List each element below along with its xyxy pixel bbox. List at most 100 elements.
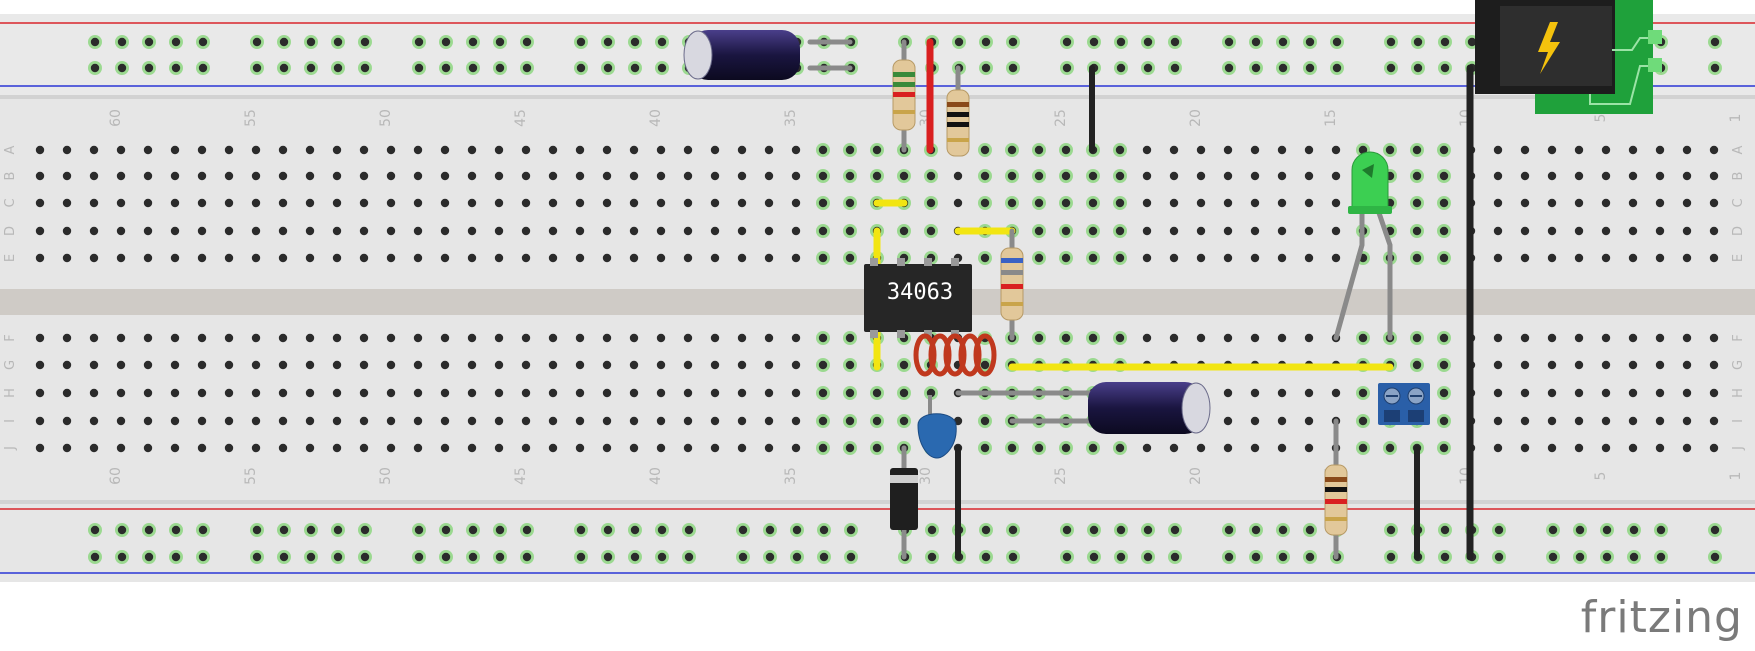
- breadboard-hole: [1277, 443, 1287, 453]
- breadboard-hole: [1169, 226, 1179, 236]
- breadboard-hole: [897, 224, 911, 238]
- row-letter: J: [1731, 446, 1746, 451]
- breadboard-hole: [1087, 523, 1101, 537]
- breadboard-hole: [62, 253, 72, 263]
- breadboard-hole: [89, 171, 99, 181]
- column-number: 55: [243, 467, 259, 485]
- breadboard-hole: [62, 360, 72, 370]
- breadboard-hole: [1493, 198, 1503, 208]
- breadboard-hole: [629, 198, 639, 208]
- breadboard-hole: [521, 443, 531, 453]
- breadboard-hole: [870, 386, 884, 400]
- breadboard-hole: [1520, 171, 1530, 181]
- breadboard-hole: [1169, 443, 1179, 453]
- column-number: 20: [1188, 467, 1204, 485]
- breadboard-hole: [62, 443, 72, 453]
- breadboard-hole: [89, 360, 99, 370]
- breadboard-hole: [494, 253, 504, 263]
- breadboard-hole: [628, 550, 642, 564]
- breadboard-hole: [737, 360, 747, 370]
- breadboard-hole: [35, 443, 45, 453]
- breadboard-hole: [359, 198, 369, 208]
- breadboard-hole: [493, 35, 507, 49]
- breadboard-hole: [1032, 251, 1046, 265]
- breadboard-hole: [359, 443, 369, 453]
- breadboard-hole: [197, 226, 207, 236]
- breadboard-hole: [575, 416, 585, 426]
- breadboard-hole: [1383, 143, 1397, 157]
- breadboard-hole: [575, 198, 585, 208]
- breadboard-hole: [35, 198, 45, 208]
- breadboard-hole: [1493, 360, 1503, 370]
- breadboard-hole: [1655, 171, 1665, 181]
- breadboard-hole: [548, 226, 558, 236]
- column-number: 35: [783, 467, 799, 485]
- breadboard-hole: [196, 550, 210, 564]
- breadboard-hole: [1438, 35, 1452, 49]
- breadboard-hole: [1520, 253, 1530, 263]
- breadboard-hole: [1223, 145, 1233, 155]
- breadboard-hole: [115, 61, 129, 75]
- breadboard-hole: [466, 550, 480, 564]
- breadboard-hole: [305, 333, 315, 343]
- breadboard-hole: [521, 333, 531, 343]
- breadboard-hole: [1601, 443, 1611, 453]
- breadboard-hole: [1601, 388, 1611, 398]
- breadboard-hole: [1303, 35, 1317, 49]
- breadboard-hole: [628, 35, 642, 49]
- breadboard-hole: [89, 333, 99, 343]
- breadboard-hole: [170, 226, 180, 236]
- breadboard-hole: [710, 226, 720, 236]
- breadboard-hole: [548, 253, 558, 263]
- breadboard-hole: [1169, 333, 1179, 343]
- breadboard-hole: [764, 333, 774, 343]
- breadboard-hole: [304, 35, 318, 49]
- breadboard-hole: [116, 416, 126, 426]
- breadboard-hole: [843, 224, 857, 238]
- breadboard-hole: [1059, 143, 1073, 157]
- breadboard-hole: [1086, 169, 1100, 183]
- breadboard-hole: [386, 443, 396, 453]
- breadboard-hole: [1249, 523, 1263, 537]
- breadboard-hole: [143, 388, 153, 398]
- breadboard-hole: [440, 388, 450, 398]
- breadboard-hole: [520, 523, 534, 537]
- breadboard-hole: [440, 171, 450, 181]
- breadboard-hole: [1493, 388, 1503, 398]
- breadboard-hole: [1168, 523, 1182, 537]
- column-number: 25: [1053, 467, 1069, 485]
- breadboard-hole: [1277, 198, 1287, 208]
- breadboard-hole: [1628, 226, 1638, 236]
- breadboard-hole: [197, 443, 207, 453]
- breadboard-hole: [764, 416, 774, 426]
- breadboard-hole: [440, 226, 450, 236]
- breadboard-hole: [628, 61, 642, 75]
- breadboard-hole: [1437, 386, 1451, 400]
- breadboard-hole: [1709, 198, 1719, 208]
- column-number: 30: [918, 467, 934, 485]
- breadboard-hole: [169, 523, 183, 537]
- breadboard-hole: [1276, 523, 1290, 537]
- breadboard-hole: [1304, 443, 1314, 453]
- breadboard-hole: [332, 360, 342, 370]
- breadboard-hole: [332, 226, 342, 236]
- breadboard-hole: [89, 416, 99, 426]
- breadboard-hole: [602, 198, 612, 208]
- breadboard-hole: [305, 388, 315, 398]
- breadboard-hole: [196, 61, 210, 75]
- breadboard-hole: [1060, 61, 1074, 75]
- column-number: 45: [513, 109, 529, 127]
- breadboard-hole: [250, 61, 264, 75]
- breadboard-hole: [1196, 443, 1206, 453]
- breadboard-hole: [386, 198, 396, 208]
- breadboard-hole: [656, 333, 666, 343]
- breadboard-hole: [1250, 145, 1260, 155]
- breadboard-hole: [1682, 360, 1692, 370]
- breadboard-hole: [1086, 251, 1100, 265]
- breadboard-hole: [710, 171, 720, 181]
- breadboard-hole: [1087, 550, 1101, 564]
- breadboard-hole: [251, 360, 261, 370]
- breadboard-hole: [1628, 388, 1638, 398]
- breadboard-hole: [1682, 333, 1692, 343]
- breadboard-hole: [897, 386, 911, 400]
